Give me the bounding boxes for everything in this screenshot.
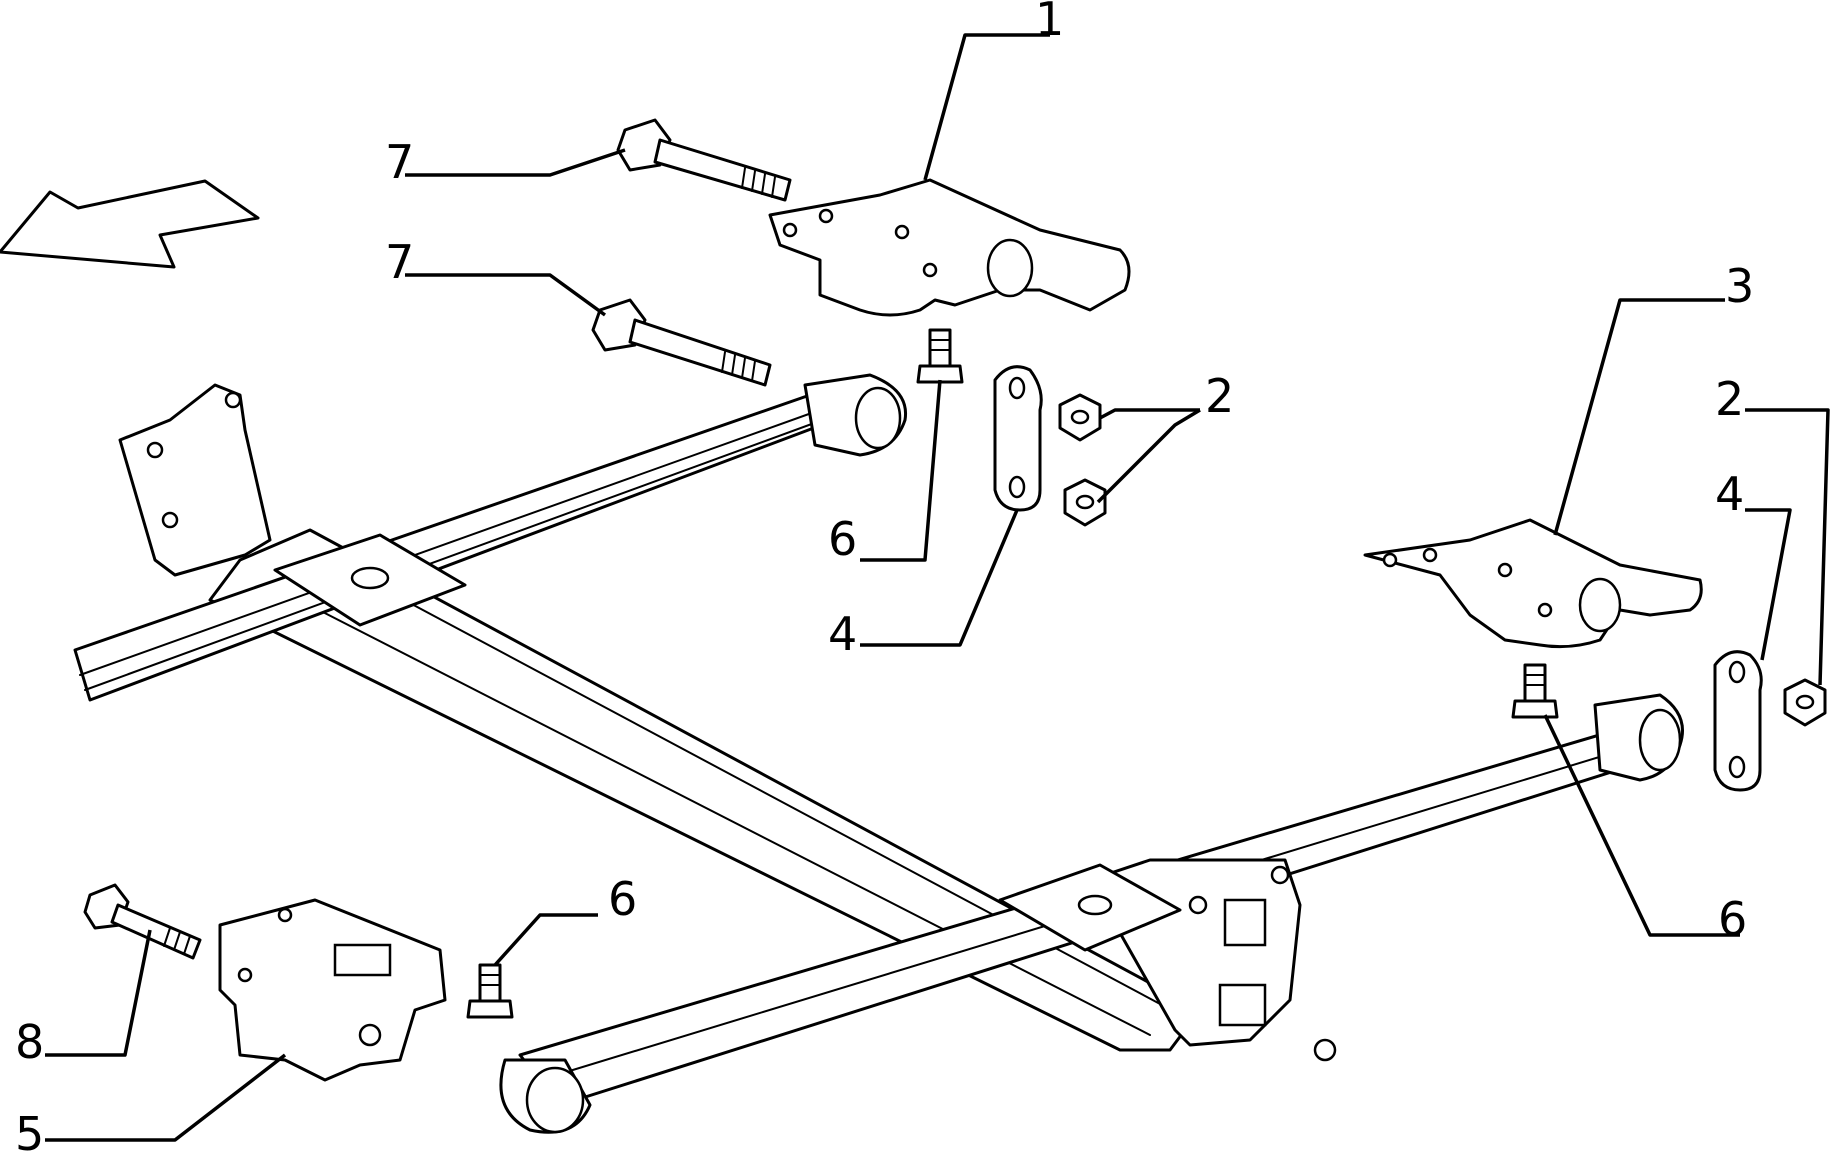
leader-2b [1745,408,1830,686]
part-2-nut-c [1783,678,1827,727]
callout-7b: 7 [385,235,414,289]
part-4-shackle-plate-b [1713,650,1763,792]
callout-1: 1 [1035,0,1064,46]
leader-8 [45,929,152,1057]
leader-5 [45,1053,287,1142]
leader-4b [1745,508,1792,661]
leader-2a [1099,408,1200,420]
callout-2a: 2 [1205,369,1234,423]
leader-4a [860,509,1019,647]
callout-2b: 2 [1715,372,1744,426]
part-8-bolt [83,883,202,960]
part-2-nut-b [1063,478,1107,527]
part-6-bolt-a [916,328,964,384]
callout-6c: 6 [608,872,637,926]
leader-lines [45,33,1830,1142]
spring-clamp-left [273,533,467,627]
part-4-shackle-plate-a [993,365,1043,512]
leader-2a-b [1096,408,1201,504]
part-2-nut-a [1058,393,1102,442]
part-7-bolt-b [591,298,772,387]
part-6-bolt-b [1511,663,1559,719]
callout-6b: 6 [1718,892,1747,946]
callout-7a: 7 [385,135,414,189]
part-1-shackle-bracket [768,178,1131,317]
part-6-bolt-c [466,963,514,1019]
direction-arrow-icon [0,179,260,269]
spring-clamp-right [998,863,1182,952]
leader-1 [923,33,1050,181]
part-5-lower-bracket [218,898,447,1082]
callout-labels: 1 7 7 2 6 4 3 2 4 6 6 8 5 [15,0,1754,1153]
part-3-shackle-bracket [1363,518,1703,649]
callout-4b: 4 [1715,467,1744,521]
callout-8: 8 [15,1015,44,1069]
callout-5: 5 [15,1107,44,1153]
callout-3: 3 [1725,259,1754,313]
leader-7b [405,273,607,317]
part-7-bolt-a [616,118,792,202]
leaf-spring-upper [73,373,908,702]
leader-6a [860,379,942,562]
leader-6c [493,913,598,967]
callout-6a: 6 [828,512,857,566]
leader-6b [1543,714,1740,937]
leader-3 [1553,298,1725,536]
leader-7a [405,148,626,177]
callout-4a: 4 [828,607,857,661]
frame-bracket-left [118,383,272,577]
